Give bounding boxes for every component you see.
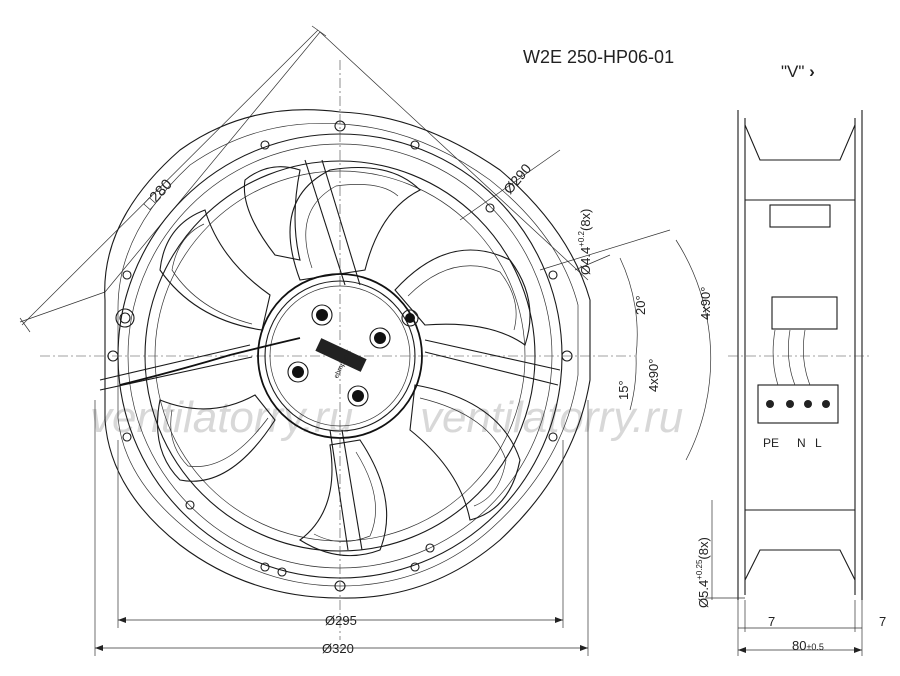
side-view: PE N L [705, 110, 870, 656]
dim-angle-20: 20° [633, 295, 648, 315]
dim-hole: Ø4.4+0.2(8x) [577, 209, 593, 275]
watermark-left: ventilatorry.ru [90, 393, 353, 442]
capacitor [771, 296, 838, 330]
cable-gland [115, 308, 135, 328]
motor-hub: ebmpapst [257, 273, 423, 439]
dim-depth: 80±0.5 [792, 638, 824, 653]
dim-flange-left: 7 [768, 614, 775, 629]
svg-text:Ø5.4+0.25(8x): Ø5.4+0.25(8x) [695, 537, 711, 608]
terminal-pe: PE [763, 436, 779, 450]
terminal-cover [769, 204, 831, 228]
dim-4x90-b: 4x90° [646, 359, 661, 392]
dim-flange-right: 7 [879, 614, 886, 629]
dim-4x90-a: 4x90° [698, 287, 713, 320]
front-dimensions [94, 149, 712, 656]
watermark-right: ventilatorry.ru [420, 393, 683, 442]
impeller-blades [157, 166, 531, 557]
view-label: "V" › [781, 62, 815, 81]
terminal-n: N [797, 436, 806, 450]
mounting-holes [107, 120, 573, 592]
terminal-l: L [815, 436, 822, 450]
front-view: □280 [19, 25, 713, 656]
dim-angle-15: 15° [616, 380, 631, 400]
dim-d320: Ø320 [322, 641, 354, 656]
model-title: W2E 250-HP06-01 [523, 47, 675, 67]
dim-d290: Ø290 [500, 160, 534, 197]
square-dim: □280 [140, 176, 175, 213]
dim-d295: Ø295 [325, 613, 357, 628]
dim-side-hole: Ø5.4+0.25(8x) [695, 537, 711, 608]
chevron-right-icon: › [809, 62, 815, 81]
svg-text:Ø4.4+0.2(8x): Ø4.4+0.2(8x) [577, 209, 593, 275]
housing-outline [104, 109, 591, 599]
terminal-block [757, 384, 839, 424]
cable [119, 337, 301, 386]
